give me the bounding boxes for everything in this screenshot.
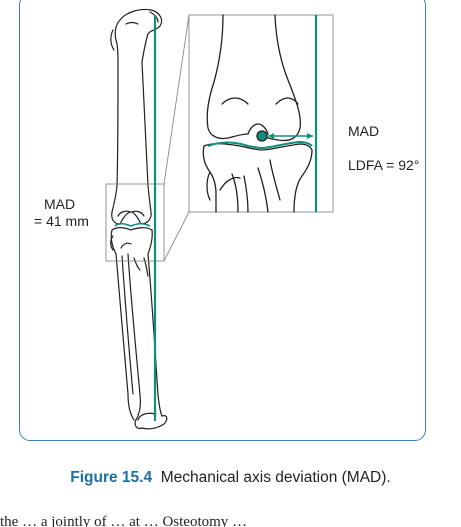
tibia-fibula-outline <box>110 227 168 430</box>
knee-center-marker <box>256 130 268 142</box>
caption-label: Figure 15.4 <box>70 469 153 486</box>
inset-mad-label: MAD <box>348 123 380 139</box>
body-text-line: the … a jointly of … at … Osteotomy … <box>0 514 248 527</box>
knee-inset <box>188 14 334 213</box>
figure-frame <box>19 0 426 441</box>
knee-highlight-box <box>105 183 165 262</box>
caption-text: Mechanical axis deviation (MAD). <box>160 469 391 486</box>
figure-caption: Figure 15.4 Mechanical axis deviation (M… <box>0 468 461 488</box>
mad-arrow <box>268 133 313 139</box>
femur-outline <box>110 8 163 225</box>
mad-value-label: = 41 mm <box>34 213 89 229</box>
ldfa-label: LDFA = 92° <box>348 157 420 173</box>
overall-mad-label: MAD <box>44 196 76 212</box>
